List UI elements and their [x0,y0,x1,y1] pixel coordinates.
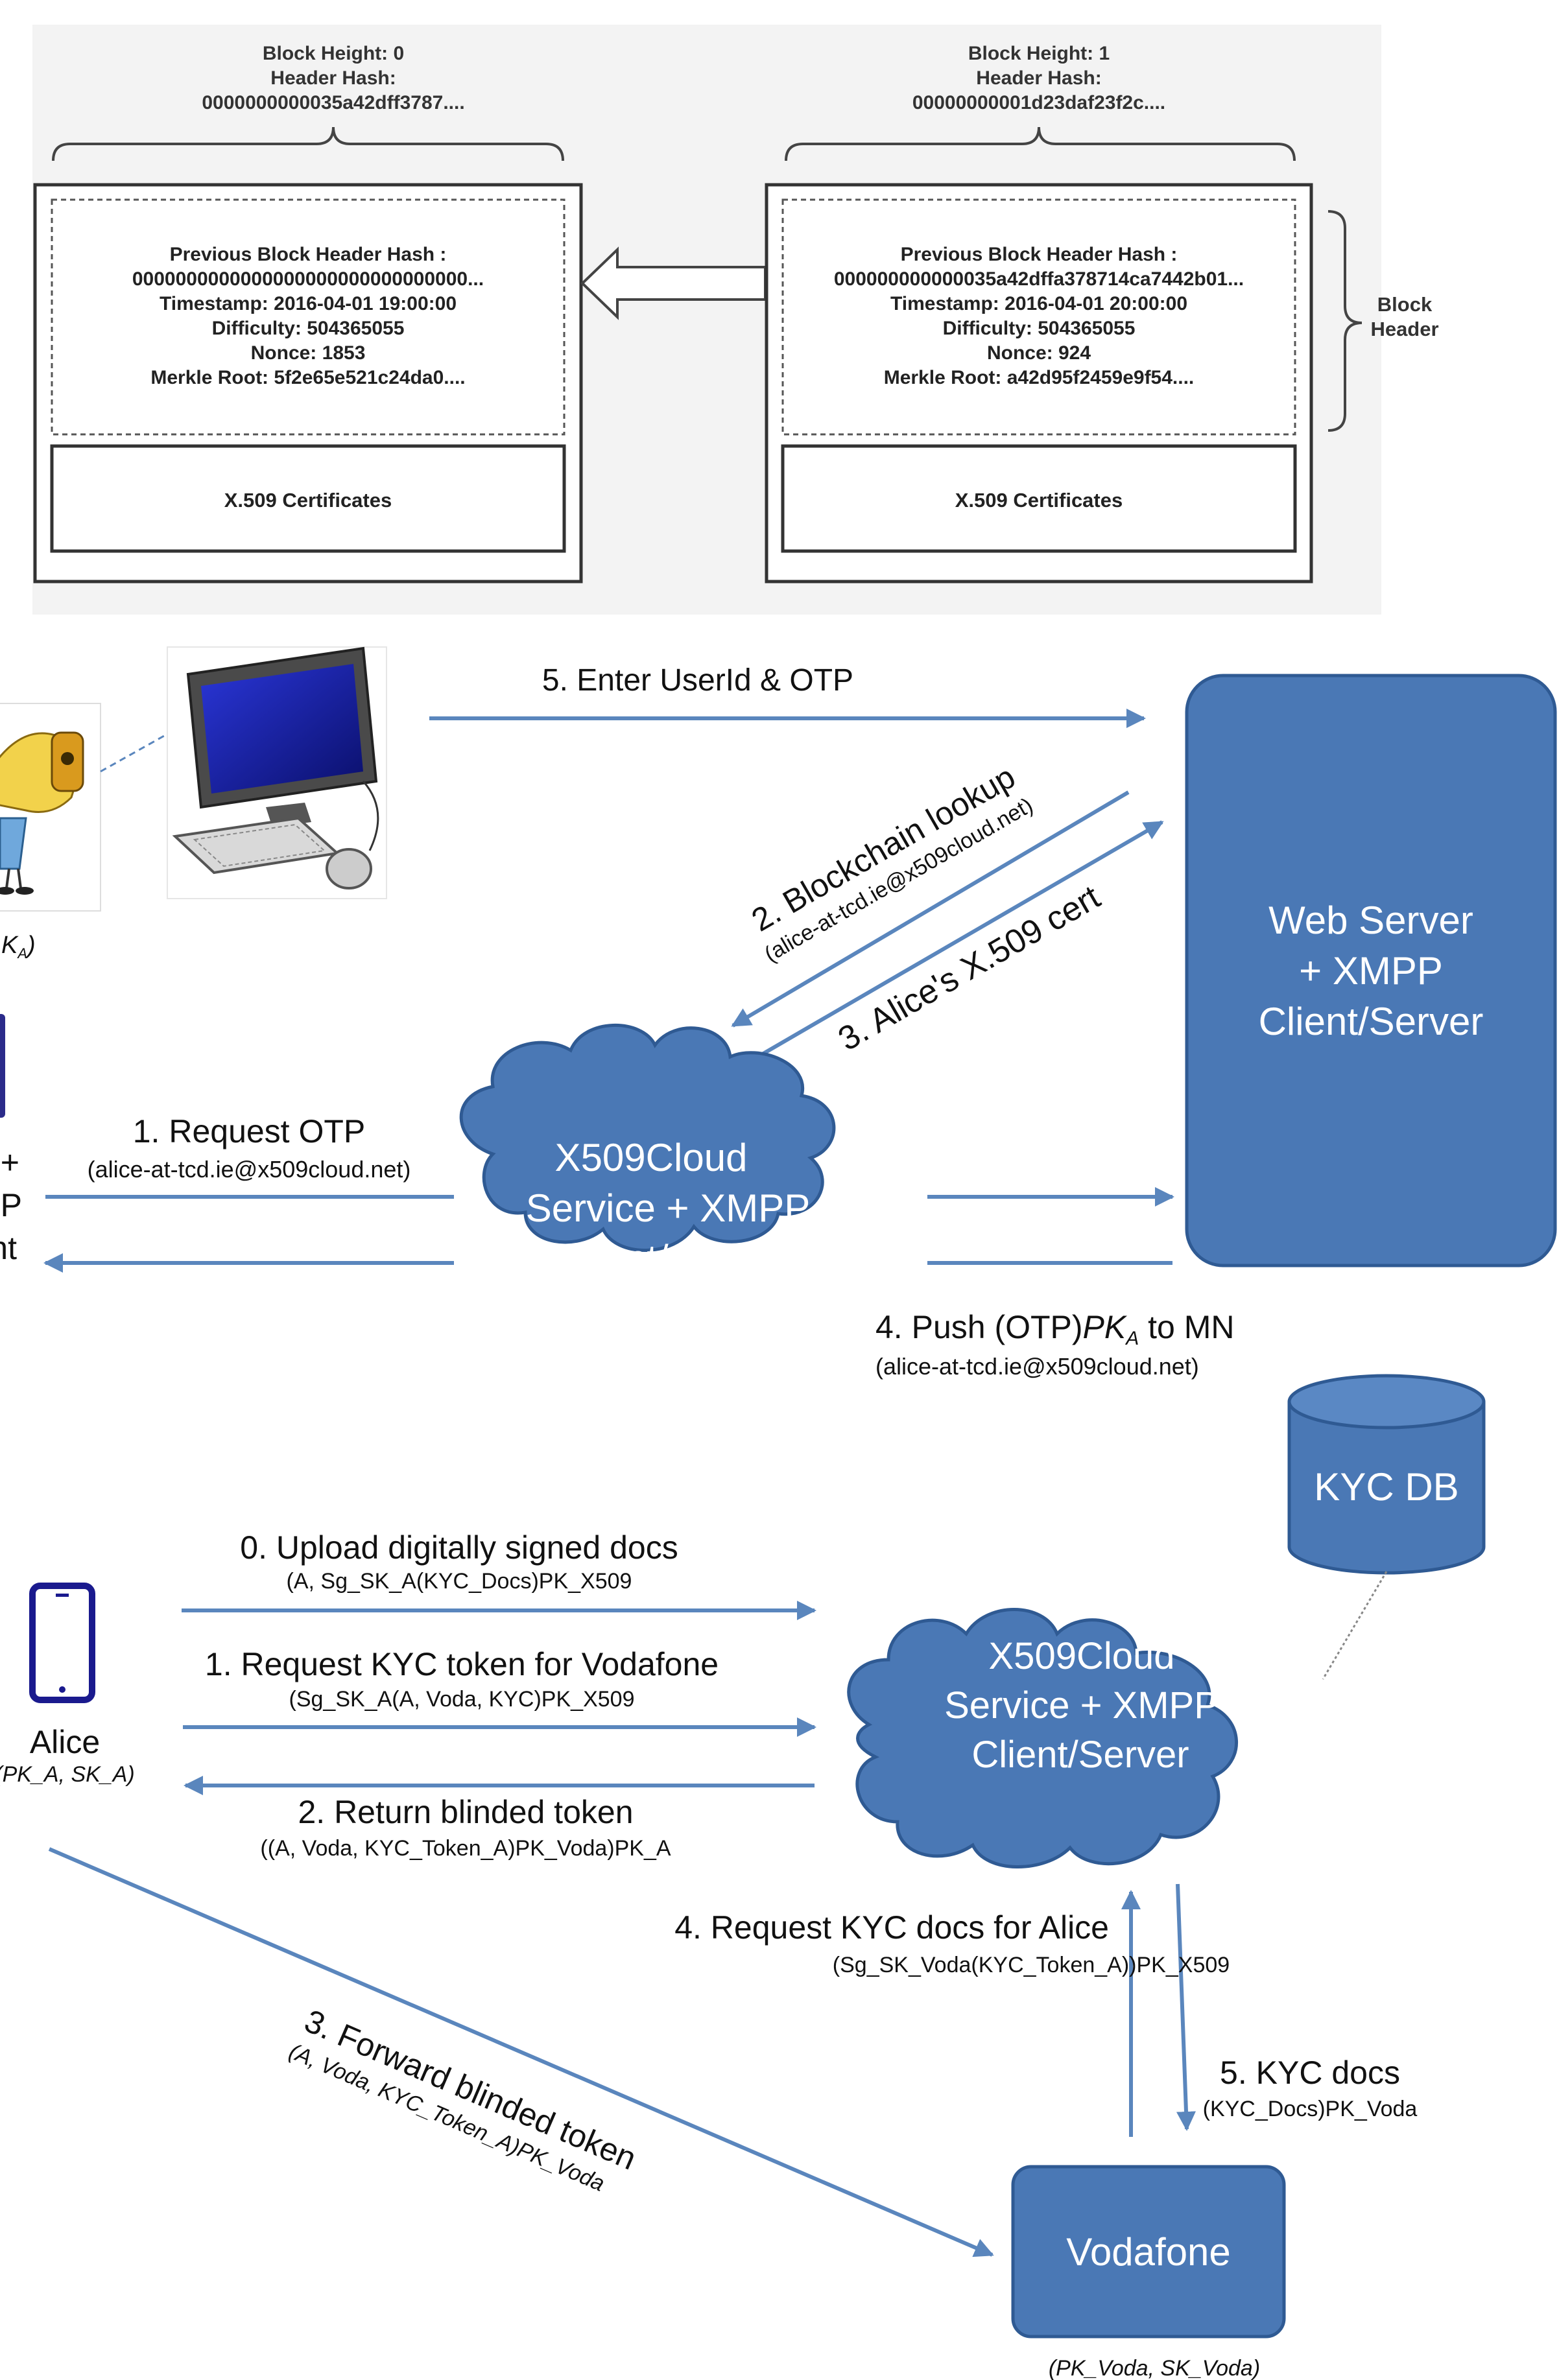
kyc-step0-sub: (A, Sg_SK_A(KYC_Docs)PK_X509 [287,1569,632,1594]
alice-label: Alice [30,1724,100,1760]
otp-step3-arrow [759,820,1164,1057]
kyc-step5-label: 5. KYC docs [1220,2055,1400,2091]
block-1-header-line: 000000000000035a42dffa378714ca7442b01... [834,268,1244,290]
block-1-header-line: Nonce: 924 [987,342,1091,364]
vodafone-label: Vodafone [1066,2230,1231,2274]
block-1-brace [785,126,1296,161]
block-0-brace [52,126,564,161]
block-1-header-line: Previous Block Header Hash : [901,244,1178,265]
otp-cloud-service [459,1024,836,1252]
kyc-step4-sub: (Sg_SK_Voda(KYC_Token_A))PK_X509 [833,1953,1230,1977]
left-clipped-text: P [1,1187,22,1223]
alice-keys: (PK_A, SK_A) [0,1762,135,1787]
left-clipped-text: + [1,1144,19,1181]
otp-cloud-label: Service + XMPP [526,1186,811,1230]
computer-icon [167,646,387,899]
block-0-header-line: Nonce: 1853 [251,342,366,364]
alice-to-computer-link [100,731,171,773]
block-1-hash-value: 00000000001d23daf23f2c.... [912,92,1165,113]
kyc-step5-arrow [1176,1883,1196,2131]
blockchain-panel: Block Height: 0 Header Hash: 00000000000… [32,25,1439,615]
block-header-label: Block [1377,293,1433,316]
kyc-cloud-label: X509Cloud [989,1635,1175,1677]
prev-hash-arrow [580,246,767,320]
kyc-cloud-service [847,1608,1238,1868]
block-0-height: Block Height: 0 [263,43,404,64]
kyc-step5-sub: (KYC_Docs)PK_Voda [1203,2097,1418,2121]
block-0-header-line: Previous Block Header Hash : [170,244,447,265]
web-server-label: Web Server [1268,899,1473,942]
kyc-step3-arrow [48,1847,994,2257]
block-0-certs-label: X.509 Certificates [224,489,392,512]
web-server-label: + XMPP [1299,949,1443,993]
block-0: Block Height: 0 Header Hash: 00000000000… [33,43,583,583]
otp-flow: 5. Enter UserId & OTP Web Server + XMPP … [0,646,1557,1380]
otp-step1-label: 1. Request OTP [133,1113,366,1149]
kyc-step0-label: 0. Upload digitally signed docs [240,1529,678,1566]
block-1-height: Block Height: 1 [968,43,1110,64]
kycdb-icon: KYC DB [1287,1374,1486,1575]
otp-step4-label: 4. Push (OTP)PKA to MN [875,1309,1235,1349]
vodafone-box [1011,2165,1286,2339]
otp-cloud-label: X509Cloud [555,1136,748,1179]
kyc-step4-label: 4. Request KYC docs for Alice [674,1909,1109,1946]
kycdb-link [1322,1571,1388,1680]
block-0-header-line: Merkle Root: 5f2e65e521c24da0.... [150,367,465,388]
left-clipped-key: KA) [1,932,36,961]
alice-cartoon-image [0,703,101,912]
kyc-cloud-label: Service + XMPP [944,1684,1219,1726]
block-0-header-line: Difficulty: 504365055 [212,318,405,339]
otp-step4-sub: (alice-at-tcd.ie@x509cloud.net) [875,1353,1199,1380]
otp-step2-label: 2. Blockchain lookup [746,759,1021,939]
block-0-hash-value: 0000000000035a42dff3787.... [202,92,464,113]
block-1-certs [781,444,1297,553]
block-1-hash-label: Header Hash: [976,67,1101,89]
block-1: Block Height: 1 Header Hash: 00000000001… [765,43,1313,583]
block-header-label: Header [1370,318,1438,340]
kyc-flow: KYC DB Alice (PK_A, SK_A) 0. Upload digi… [0,1374,1486,2380]
phone-icon [29,1583,95,1703]
block-header-brace [1327,210,1363,432]
web-server-box [1185,674,1557,1267]
block-0-header [51,198,565,436]
kyc-step1-sub: (Sg_SK_A(A, Voda, KYC)PK_X509 [289,1687,635,1712]
block-1-header [781,198,1296,436]
otp-cloud-label: Client/Server [558,1237,783,1280]
left-clipped-text: nt [0,1230,17,1266]
kyc-step1-label: 1. Request KYC token for Vodafone [205,1646,719,1682]
web-server-label: Client/Server [1259,1000,1484,1043]
block-1-header-line: Timestamp: 2016-04-01 20:00:00 [890,293,1187,314]
block-0-hash-label: Header Hash: [270,67,396,89]
block-1-header-line: Merkle Root: a42d95f2459e9f54.... [884,367,1195,388]
vodafone-keys: (PK_Voda, SK_Voda) [1049,2356,1260,2380]
kyc-step2-sub: ((A, Voda, KYC_Token_A)PK_Voda)PK_A [260,1836,671,1861]
otp-step2-arrow [731,790,1130,1028]
kyc-step2-label: 2. Return blinded token [298,1794,633,1830]
block-0-header-line: 0000000000000000000000000000000... [132,268,484,290]
block-1-header-line: Difficulty: 504365055 [943,318,1136,339]
kycdb-label: KYC DB [1314,1465,1458,1509]
otp-step1-sub: (alice-at-tcd.ie@x509cloud.net) [88,1156,411,1183]
otp-step5-label: 5. Enter UserId & OTP [542,663,853,698]
kyc-cloud-label: Client/Server [971,1734,1189,1776]
left-clipped-phone [0,1014,5,1118]
block-1-certs-label: X.509 Certificates [955,489,1123,512]
block-0-header-line: Timestamp: 2016-04-01 19:00:00 [160,293,457,314]
block-0-certs [50,444,566,553]
